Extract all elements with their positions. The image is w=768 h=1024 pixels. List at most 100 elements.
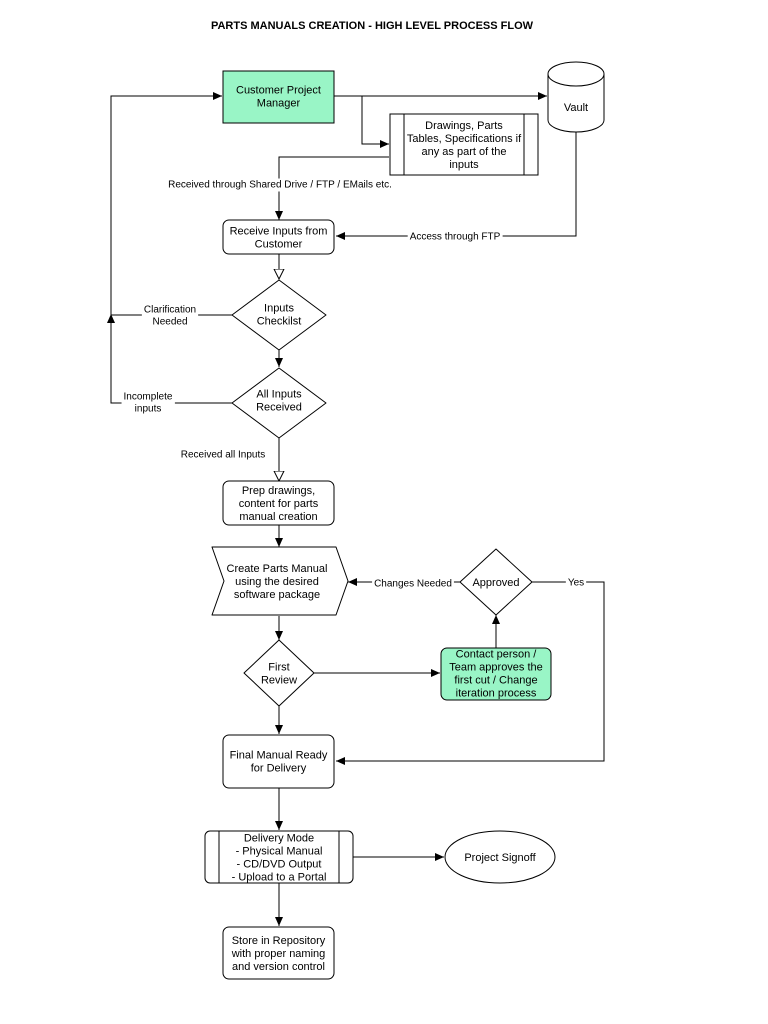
node-label-line: - CD/DVD Output: [237, 859, 322, 871]
edge-label-text: Changes Needed: [374, 579, 452, 590]
edge-label-line: Received through Shared Drive / FTP / EM…: [168, 180, 392, 191]
node-label-line: Create Parts Manual: [227, 563, 328, 575]
node-shape: [444, 830, 556, 884]
node-label-line: first cut / Change: [454, 675, 537, 687]
node-label-line: Customer Project: [236, 85, 321, 97]
node-label-line: Contact person /: [456, 649, 538, 661]
node-label-line: for Delivery: [251, 763, 307, 775]
node-shape: [231, 367, 327, 439]
node-shape: [222, 734, 335, 789]
node-shape: [222, 219, 335, 255]
edge-label-changes-needed: Changes Needed: [372, 577, 454, 591]
node-label-line: Final Manual Ready: [230, 750, 328, 762]
node-label-line: Manager: [257, 98, 301, 110]
edge-label-line: Incomplete: [124, 392, 173, 403]
node-shape: [222, 70, 335, 124]
node-label-line: content for parts: [239, 498, 319, 510]
node-shape: [231, 279, 327, 351]
node-label-line: Store in Repository: [232, 935, 326, 947]
node-label-line: Prep drawings,: [242, 485, 315, 497]
edge-label-background: [121, 390, 175, 416]
node-shape: [243, 639, 315, 707]
svg-text:Approved: Approved: [472, 577, 519, 589]
edge-label-line: Needed: [152, 317, 187, 328]
edge-label-line: Received all Inputs: [181, 450, 266, 461]
node-label-line: using the desired: [235, 576, 319, 588]
edge-label-line: inputs: [135, 404, 162, 415]
node-label-line: - Upload to a Portal: [232, 872, 327, 884]
node-label-line: Inputs: [264, 303, 294, 315]
node-label-line: Approved: [472, 577, 519, 589]
node-shape: [204, 830, 354, 884]
node-label-line: Vault: [564, 102, 588, 114]
node-label-line: Checkilst: [257, 316, 302, 328]
edge-label-background: [407, 230, 503, 244]
node-shape: [222, 480, 335, 526]
edge-label-text: Received all Inputs: [181, 450, 266, 461]
diagram-title: PARTS MANUALS CREATION - HIGH LEVEL PROC…: [211, 20, 534, 32]
svg-text:PARTS MANUALS CREATION - HIGH: PARTS MANUALS CREATION - HIGH LEVEL PROC…: [211, 20, 534, 32]
edge-drawings-receive: [275, 156, 389, 220]
edge-label-line: Clarification: [144, 305, 196, 316]
node-shape: [440, 647, 552, 701]
node-label-line: Drawings, Parts: [425, 120, 503, 132]
node-vault: Vault: [547, 61, 605, 133]
node-shape: [459, 548, 533, 616]
edge-label-text: Access through FTP: [410, 232, 501, 243]
edge-label-line: Changes Needed: [374, 579, 452, 590]
node-label-line: iteration process: [456, 688, 537, 700]
node-label-line: software package: [234, 589, 320, 601]
node-label-line: any as part of the: [422, 146, 507, 158]
edge-labels: Received through Shared Drive / FTP / EM…: [121, 178, 587, 591]
node-project-signoff: Project Signoff: [444, 830, 556, 884]
edge-label-text: Received through Shared Drive / FTP / EM…: [168, 180, 392, 191]
edge-label-line: Yes: [568, 578, 584, 589]
edge-label-text: Yes: [568, 578, 584, 589]
node-label-line: All Inputs: [256, 389, 302, 401]
node-label-line: First: [268, 662, 289, 674]
node-label-line: Customer: [255, 239, 303, 251]
svg-text:Vault: Vault: [564, 102, 588, 114]
edge-label-background: [372, 577, 454, 591]
edge-label-line: Access through FTP: [410, 232, 501, 243]
node-shape: [211, 546, 349, 616]
edge-label-background: [178, 448, 268, 462]
node-label-line: Receive Inputs from: [230, 226, 328, 238]
edge-incomplete-loop: [107, 314, 232, 404]
node-label-line: Review: [261, 675, 297, 687]
node-approved: Approved: [459, 548, 533, 616]
node-label-line: inputs: [449, 159, 479, 171]
node-delivery-mode: Delivery Mode- Physical Manual- CD/DVD O…: [204, 830, 354, 884]
node-shape: [389, 113, 539, 176]
edge-pm-drawings: [361, 96, 389, 148]
node-shape: [547, 74, 605, 133]
edge-label-yes: Yes: [565, 576, 587, 590]
edge-label-ftp: Access through FTP: [407, 230, 503, 244]
node-label-line: Received: [256, 402, 302, 414]
node-label-line: Project Signoff: [464, 852, 536, 864]
